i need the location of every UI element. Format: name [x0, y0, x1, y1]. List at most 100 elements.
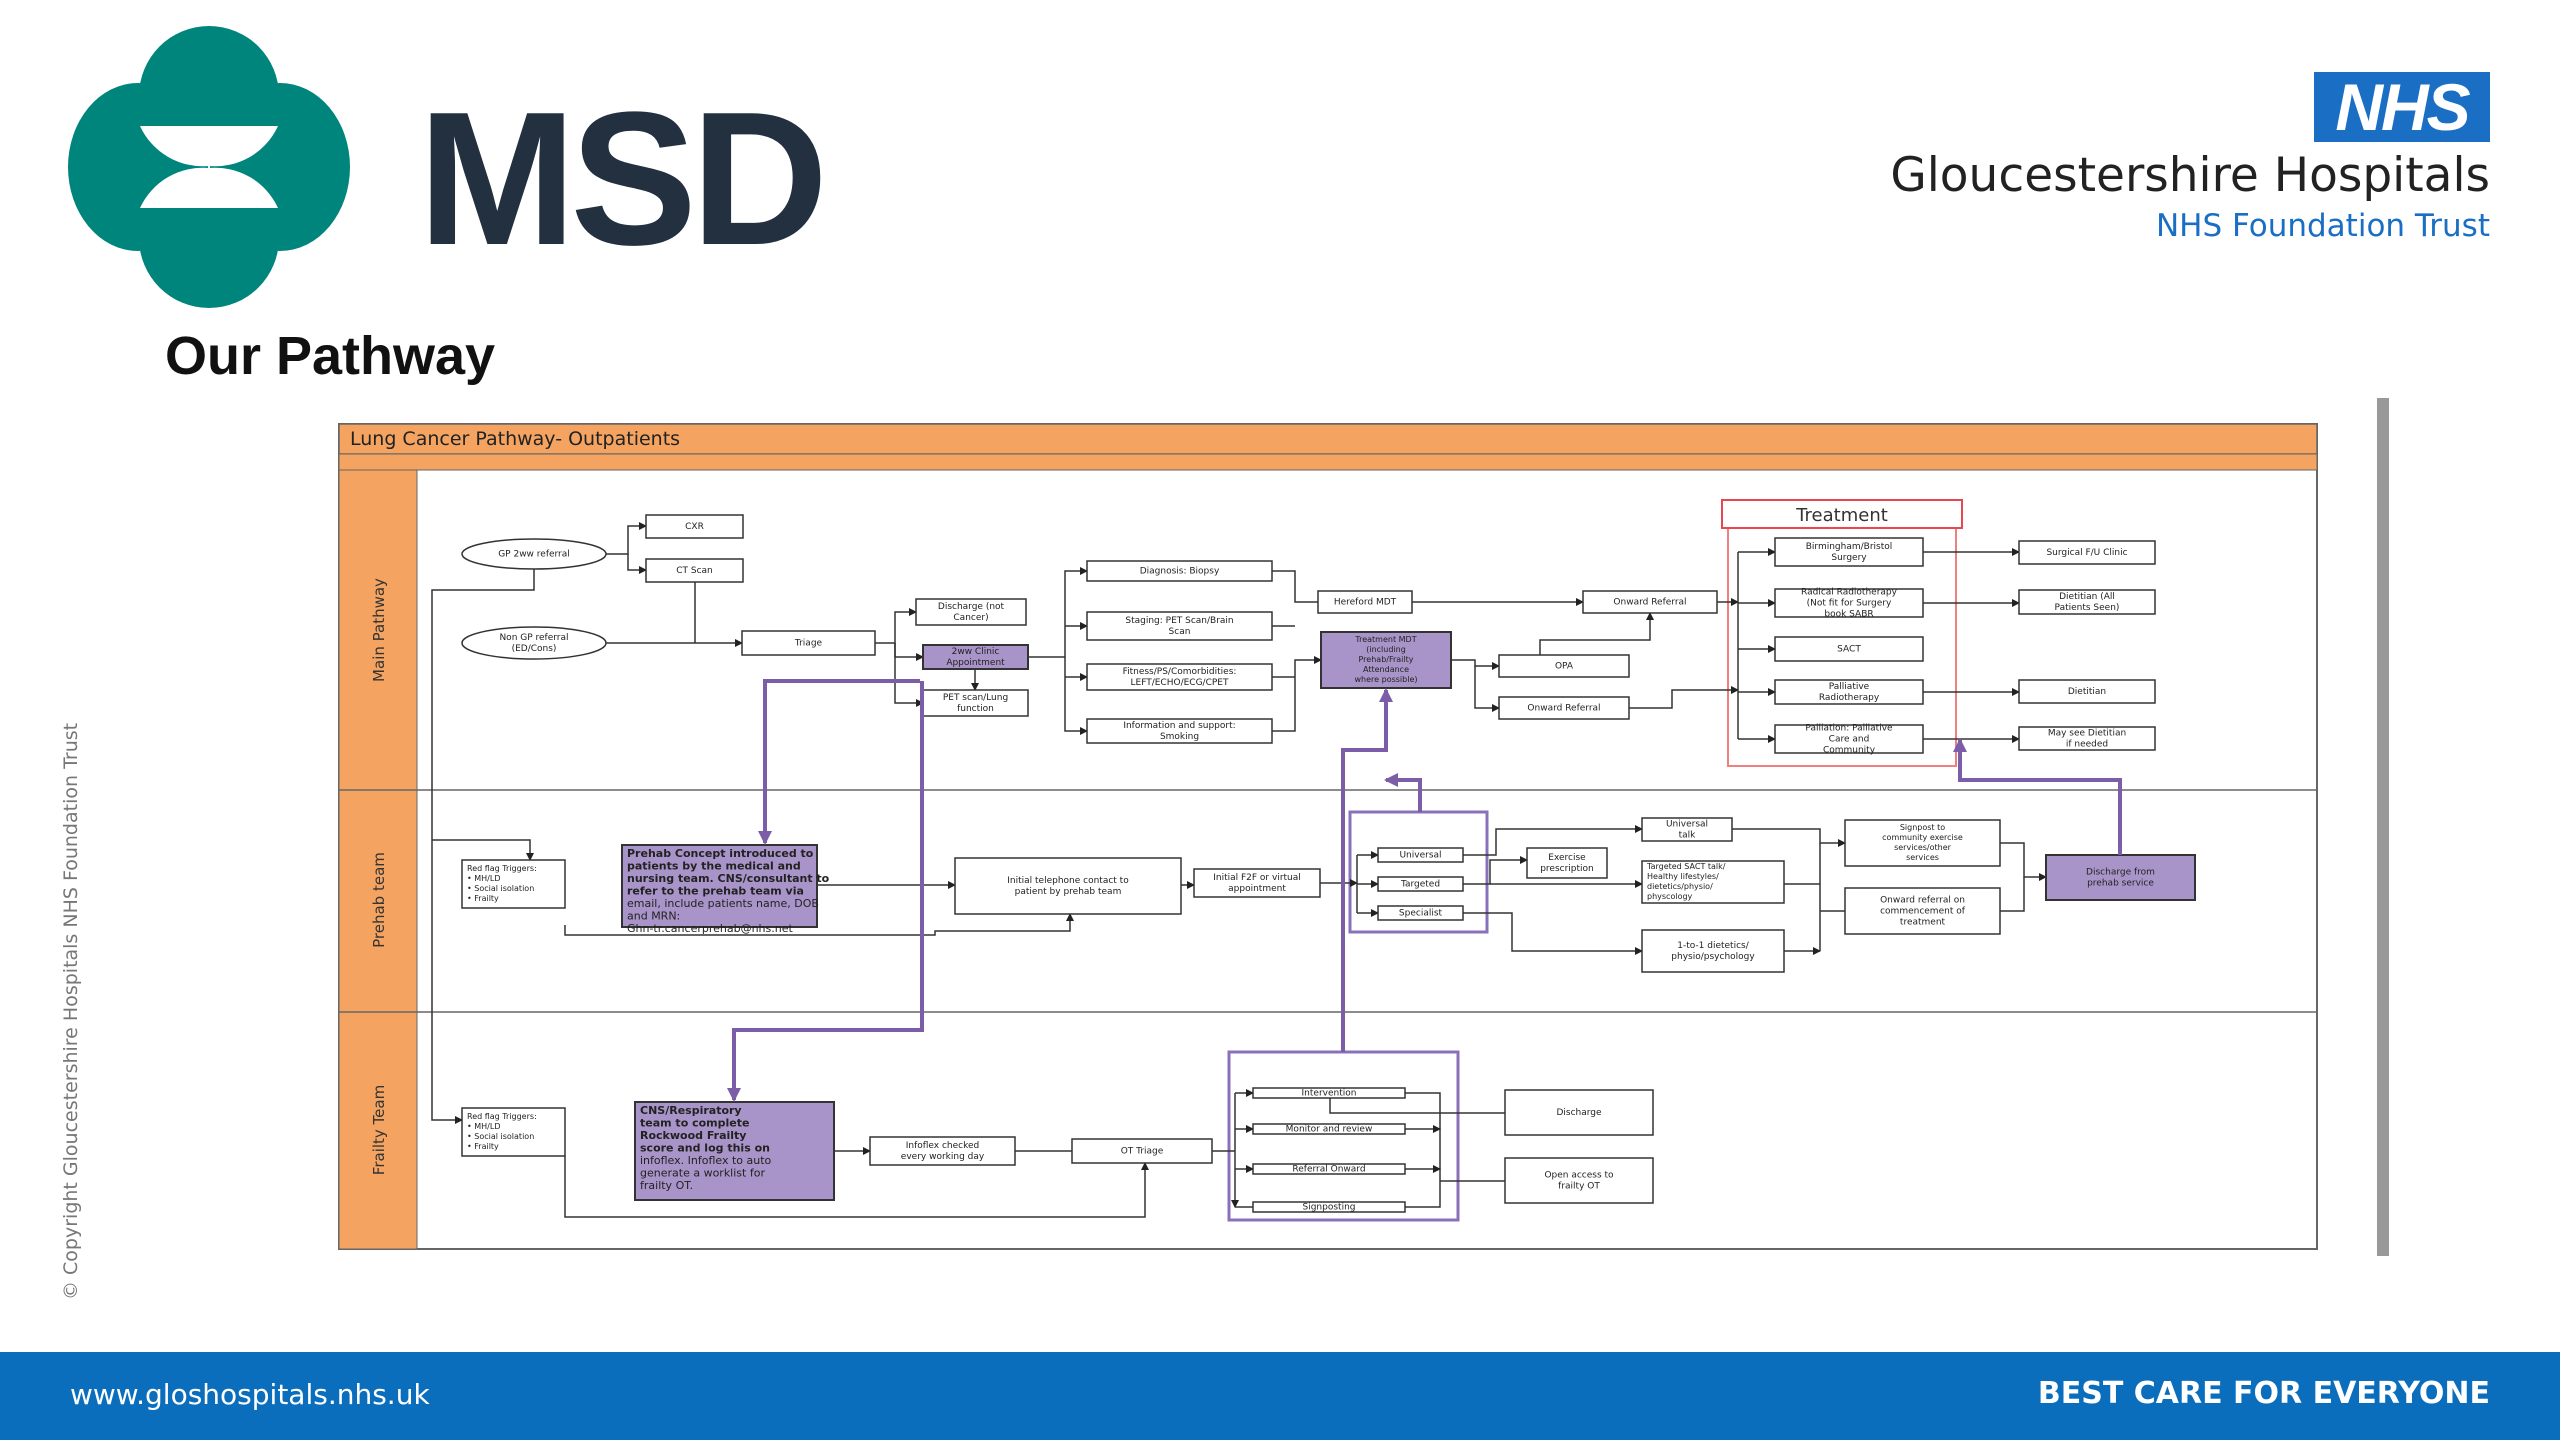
- footer-url-link[interactable]: www.gloshospitals.nhs.uk: [70, 1378, 430, 1411]
- node-shape: [1377, 847, 1464, 863]
- node-text: function: [957, 704, 994, 714]
- node-shape: [1086, 560, 1273, 582]
- node-text: frailty OT: [1558, 1182, 1600, 1192]
- lane-label-prehab: Prehab team: [370, 852, 388, 948]
- node-text: dietetics/physio/: [1647, 882, 1713, 891]
- node-shape: [1252, 1123, 1406, 1135]
- node-shape: [1641, 860, 1785, 904]
- node-text: Dietitian: [2068, 687, 2106, 697]
- node-text: frailty OT.: [640, 1179, 693, 1192]
- node-ct: CT Scan: [645, 558, 744, 583]
- diagram-title: Lung Cancer Pathway- Outpatients: [350, 428, 680, 450]
- node-shape: [1193, 868, 1321, 898]
- node-shape: [1320, 631, 1452, 689]
- node-text: May see Dietitian: [2048, 729, 2126, 739]
- node-shape: [2018, 540, 2156, 565]
- node-text: patient by prehab team: [1015, 887, 1122, 897]
- node-shape: [1377, 905, 1464, 921]
- node-text: if needed: [2066, 740, 2108, 750]
- node-text: Specialist: [1399, 909, 1443, 919]
- node-text: commencement of: [1880, 907, 1966, 917]
- node-text: CNS/Respiratory: [640, 1104, 742, 1117]
- node-shape: [954, 857, 1182, 915]
- connector-line: [1629, 686, 1739, 709]
- purple-flow-arrow: [1341, 688, 1393, 1052]
- footer-bar: [0, 1352, 2560, 1440]
- vertical-scrollbar[interactable]: [2377, 398, 2389, 1256]
- connector-line: [564, 913, 1074, 936]
- node-ottriage: OT Triage: [1071, 1138, 1213, 1164]
- node-text: Hereford MDT: [1334, 598, 1397, 608]
- node-cxr: CXR: [645, 514, 744, 539]
- node-intervention: Intervention: [1252, 1087, 1406, 1099]
- node-text: where possible): [1355, 675, 1418, 684]
- node-shape: [621, 844, 818, 928]
- node-shape: [922, 689, 1029, 717]
- connector-line: [1463, 856, 1528, 885]
- node-biopsy: Diagnosis: Biopsy: [1086, 560, 1273, 582]
- node-shape: [461, 538, 607, 570]
- node-text: every working day: [901, 1152, 985, 1162]
- connector-line: [1451, 659, 1500, 670]
- node-text: treatment: [1900, 918, 1946, 928]
- connector-line: [2000, 842, 2047, 881]
- connector-line: [1474, 666, 1500, 712]
- connector-line: [875, 608, 917, 644]
- connector-line: [1405, 1092, 1441, 1208]
- node-shape: [1526, 847, 1608, 879]
- node-signposting: Signposting: [1252, 1201, 1406, 1213]
- node-shape: [1086, 718, 1273, 744]
- node-shape: [1504, 1157, 1654, 1204]
- node-shape: [461, 626, 607, 660]
- node-shape: [1844, 819, 2001, 867]
- node-text: Cancer): [953, 613, 988, 623]
- connector-line: [894, 643, 924, 707]
- node-text: Care and: [1829, 735, 1870, 745]
- node-text: OPA: [1555, 662, 1574, 672]
- node-shape: [1774, 537, 1924, 567]
- node-onward2: Onward Referral: [1498, 696, 1630, 720]
- node-shape: [645, 558, 744, 583]
- node-shape: [1252, 1201, 1406, 1213]
- node-shape: [645, 514, 744, 539]
- lane-label-main: Main Pathway: [370, 578, 388, 682]
- node-text: Triage: [794, 639, 823, 649]
- node-text: • Frailty: [467, 1142, 499, 1151]
- node-shape: [1844, 887, 2001, 935]
- connector-line: [1732, 828, 1846, 847]
- nhs-logo: NHS: [2314, 72, 2490, 142]
- connector-line: [1463, 825, 1643, 856]
- node-shape: [1774, 588, 1924, 618]
- node-text: Healthy lifestyles/: [1647, 872, 1719, 881]
- connector-line: [1028, 567, 1088, 658]
- node-text: prehab service: [2087, 879, 2154, 889]
- node-text: book SABR: [1824, 610, 1873, 620]
- trust-name: Gloucestershire Hospitals: [1890, 148, 2490, 203]
- node-text: Patients Seen): [2055, 603, 2120, 613]
- purple-flow-arrow: [727, 681, 924, 1102]
- node-shape: [2045, 854, 2196, 901]
- node-diet: Dietitian: [2018, 679, 2156, 704]
- node-text: Onward referral on: [1880, 896, 1965, 906]
- node-text: Non GP referral: [499, 633, 568, 643]
- node-shape: [1071, 1138, 1213, 1164]
- node-shape: [1504, 1089, 1654, 1136]
- node-shape: [869, 1136, 1016, 1166]
- node-text: Infoflex checked: [906, 1141, 980, 1151]
- msd-wordmark: MSD: [418, 73, 828, 285]
- node-text: Treatment MDT: [1354, 635, 1416, 644]
- node-text: physio/psychology: [1671, 952, 1755, 962]
- node-text: appointment: [1228, 884, 1286, 894]
- node-text: Red flag Triggers:: [467, 1112, 537, 1121]
- node-text: Fitness/PS/Comorbidities:: [1123, 667, 1237, 677]
- node-text: • Social isolation: [467, 884, 534, 893]
- node-text: LEFT/ECHO/ECG/CPET: [1131, 678, 1229, 688]
